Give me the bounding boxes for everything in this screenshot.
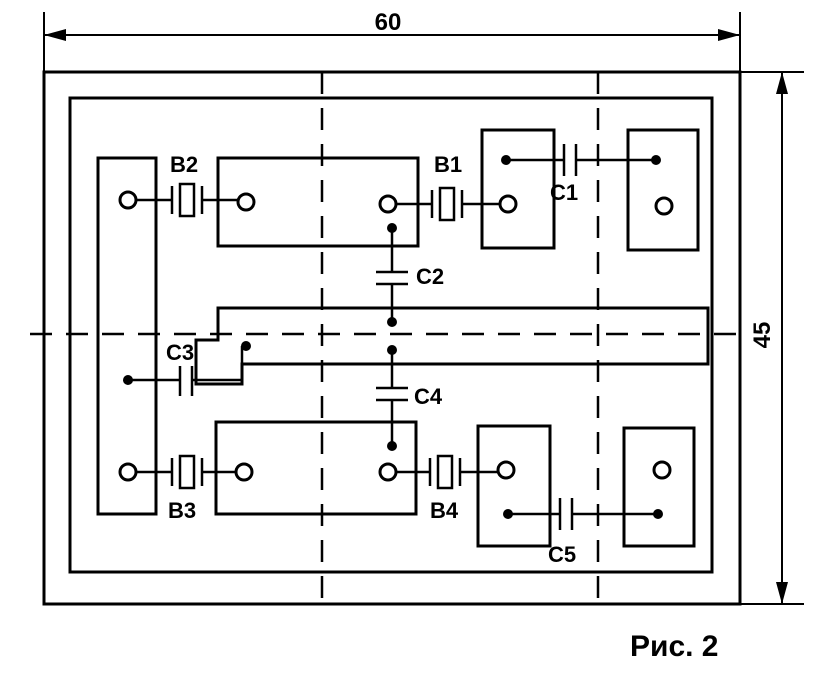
width-label: 60 bbox=[375, 9, 402, 36]
width-dimension: 60 bbox=[43, 9, 741, 72]
pad-top-right bbox=[626, 128, 700, 252]
height-label: 45 bbox=[749, 322, 776, 349]
label-b1: B1 bbox=[434, 152, 462, 177]
pad-b4-c5 bbox=[476, 424, 552, 548]
capacitor-c4: C4 bbox=[376, 345, 443, 451]
label-c1: C1 bbox=[550, 180, 578, 205]
crystal-b4: B4 bbox=[396, 454, 498, 523]
pad-bottom-middle bbox=[214, 420, 418, 516]
mounting-holes bbox=[118, 190, 674, 482]
crystal-b3: B3 bbox=[136, 454, 236, 523]
capacitor-c3: C3 bbox=[123, 340, 251, 396]
label-c5: C5 bbox=[548, 542, 576, 567]
crystal-b2: B2 bbox=[136, 152, 238, 218]
label-b3: B3 bbox=[168, 498, 196, 523]
label-c2: C2 bbox=[416, 264, 444, 289]
capacitor-c2: C2 bbox=[376, 223, 444, 327]
dashed-lines bbox=[30, 72, 740, 604]
pad-left-bus bbox=[96, 156, 158, 516]
capacitor-c5: C5 bbox=[503, 498, 663, 567]
pad-bottom-right bbox=[622, 426, 696, 548]
pad-top-middle bbox=[216, 156, 420, 248]
board-outline bbox=[42, 70, 742, 606]
label-c4: C4 bbox=[414, 384, 443, 409]
pad-b1-c1 bbox=[480, 128, 556, 250]
crystal-b1: B1 bbox=[396, 152, 500, 222]
figure-caption: Рис. 2 bbox=[630, 630, 719, 663]
label-c3: C3 bbox=[166, 340, 194, 365]
pad-center-strip bbox=[194, 306, 710, 386]
copper-pads bbox=[96, 128, 710, 548]
capacitor-c1: C1 bbox=[501, 144, 661, 205]
label-b2: B2 bbox=[170, 152, 198, 177]
height-dimension: 45 bbox=[740, 71, 804, 605]
label-b4: B4 bbox=[430, 498, 459, 523]
